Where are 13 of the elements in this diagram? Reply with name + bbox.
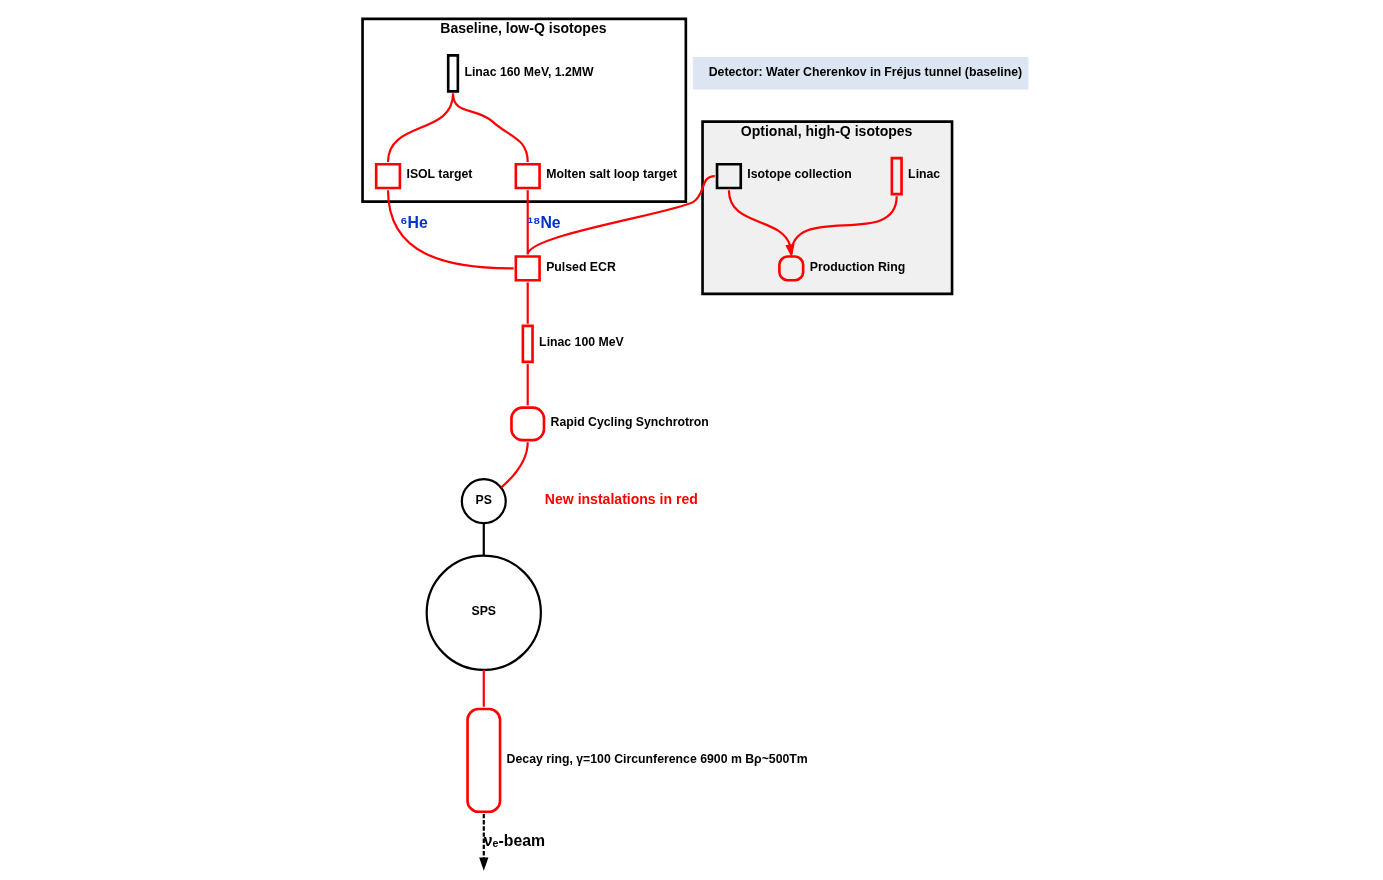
node-label: Decay ring, γ=100 Circunference 6900 m Bρ~500Tm: [506, 751, 808, 766]
edge-label: ⁶He: [399, 214, 428, 232]
node-label: Isotope collection: [746, 167, 852, 182]
node-label: Linac 100 MeV: [538, 335, 624, 350]
label: New instalations in red: [544, 490, 698, 507]
node-label: Linac 160 MeV, 1.2MW: [463, 64, 594, 79]
node-label: Rapid Cycling Synchrotron: [550, 415, 709, 430]
node-label: Linac: [907, 167, 940, 182]
node-label: Production Ring: [809, 259, 905, 274]
node-label: ISOL target: [405, 167, 472, 182]
node-label: Molten salt loop target: [545, 167, 677, 182]
node-label: Pulsed ECR: [545, 259, 616, 274]
edge-label: νₑ-beam: [483, 831, 545, 849]
